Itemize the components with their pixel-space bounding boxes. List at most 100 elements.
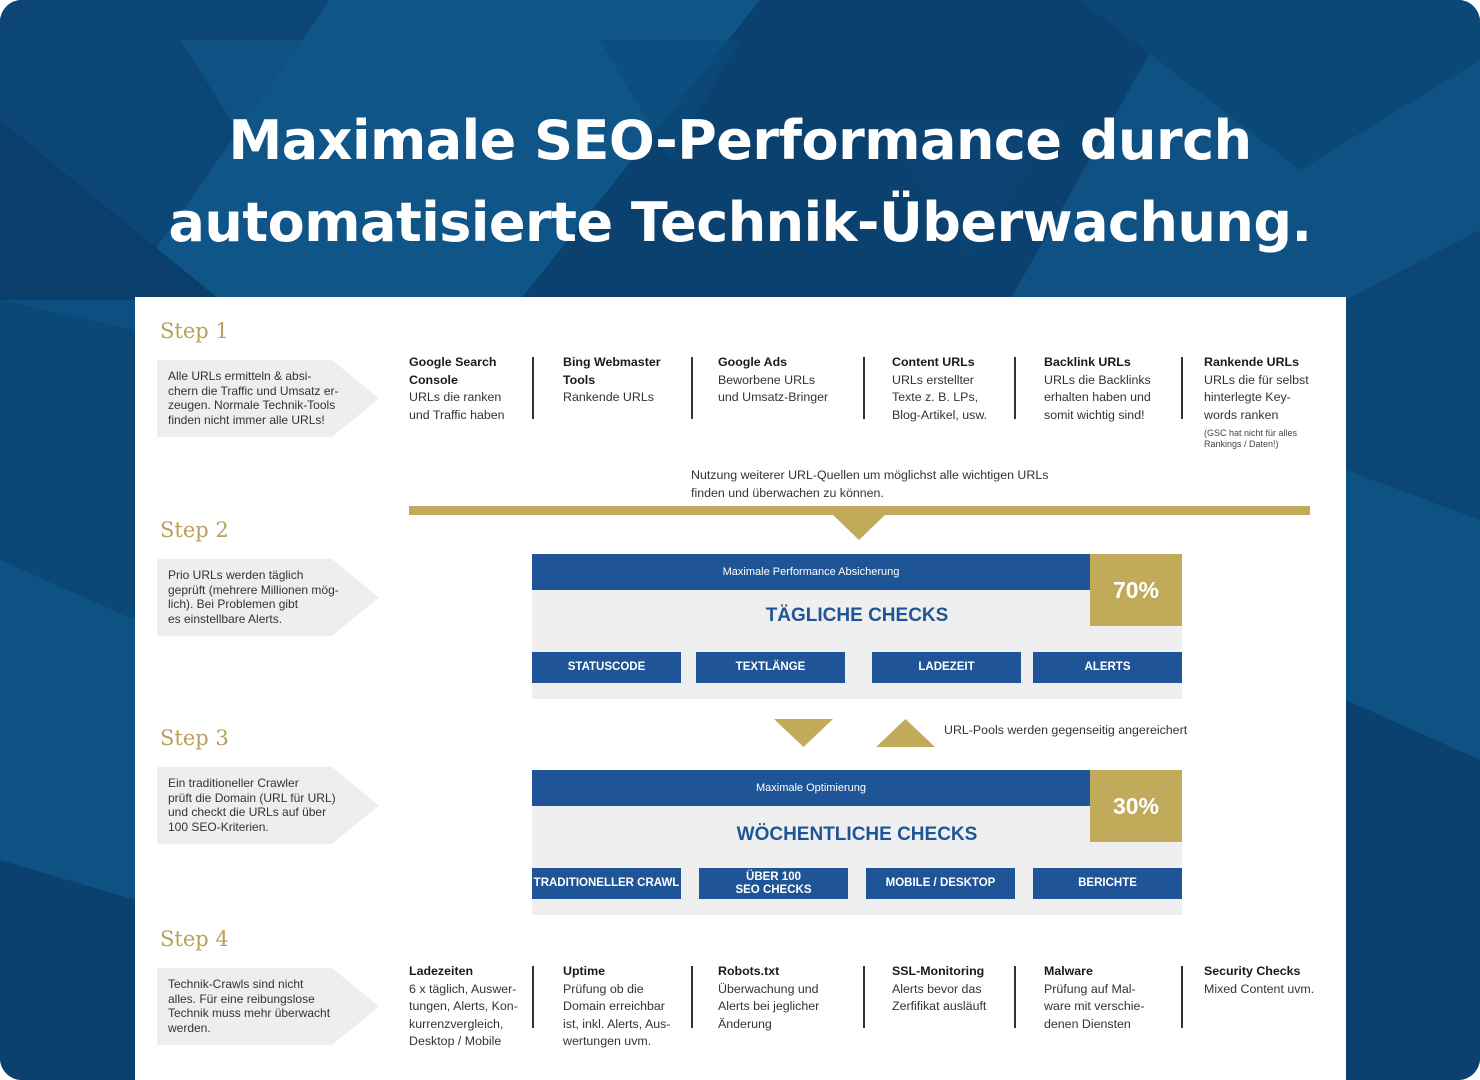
check-ladezeit: LADEZEIT bbox=[872, 652, 1021, 683]
step-4-description: Technik-Crawls sind nicht alles. Für ein… bbox=[157, 968, 379, 1045]
source-desc: und Umsatz-Bringer bbox=[718, 390, 829, 404]
monitor-title: Security Checks bbox=[1204, 964, 1301, 978]
sources-note-line: finden und überwachen zu können. bbox=[691, 485, 884, 500]
source-desc: somit wichtig sind! bbox=[1044, 407, 1145, 422]
step-3-desc-line: und checkt die URLs auf über bbox=[168, 805, 327, 820]
step-2-desc-line: es einstellbare Alerts. bbox=[168, 611, 283, 626]
sources-collector-bar bbox=[409, 506, 1310, 515]
step-1-desc-line: finden nicht immer alle URLs! bbox=[168, 412, 325, 427]
step-2-desc-line: Prio URLs werden täglich bbox=[168, 568, 304, 582]
step-3-desc-line: prüft die Domain (URL für URL) bbox=[168, 790, 336, 805]
source-desc: Texte z. B. LPs, bbox=[892, 390, 979, 404]
source-google-ads: Google Ads Beworbene URLs und Umsatz-Bri… bbox=[718, 354, 868, 407]
step-1-label: Step 1 bbox=[160, 319, 229, 343]
monitor-desc: wertungen uvm. bbox=[563, 1034, 652, 1048]
source-title: Tools bbox=[563, 372, 596, 387]
source-desc: Beworbene URLs bbox=[718, 372, 816, 387]
monitor-desc: Zerfifikat ausläuft bbox=[892, 999, 987, 1013]
weekly-checks-title: WÖCHENTLICHE CHECKS bbox=[736, 824, 978, 845]
monitor-desc: 6 x täglich, Auswer- bbox=[409, 981, 517, 996]
source-desc: words ranken bbox=[1204, 407, 1279, 422]
step-1-desc-line: zeugen. Normale Technik-Tools bbox=[168, 398, 336, 413]
source-rankende-urls: Rankende URLs URLs die für selbst hinter… bbox=[1204, 354, 1354, 450]
source-desc: URLs die für selbst bbox=[1204, 372, 1309, 387]
daily-checks-title: TÄGLICHE CHECKS bbox=[765, 605, 949, 626]
step-1-desc-line: chern die Traffic und Umsatz er- bbox=[168, 383, 339, 398]
monitor-desc: ware mit verschie- bbox=[1044, 999, 1145, 1013]
pool-note: URL-Pools werden gegenseitig angereicher… bbox=[944, 723, 1188, 737]
step-2-desc-line: lich). Bei Problemen gibt bbox=[168, 597, 299, 612]
check-label: TRADITIONELLER CRAWL bbox=[533, 877, 680, 889]
separator bbox=[1181, 357, 1183, 419]
weekly-checks-header: Maximale Optimierung bbox=[532, 770, 1090, 806]
source-desc: und Traffic haben bbox=[409, 407, 505, 422]
monitor-desc: kurrenzvergleich, bbox=[409, 1016, 504, 1031]
sources-note: Nutzung weiterer URL-Quellen um möglichs… bbox=[691, 467, 1048, 502]
headline: Maximale SEO-Performance durch automatis… bbox=[0, 100, 1480, 264]
monitor-ssl: SSL-Monitoring Alerts bevor das Zerfifik… bbox=[892, 963, 1042, 1016]
source-title: Google Search bbox=[409, 355, 497, 369]
source-title: Console bbox=[409, 372, 458, 387]
monitor-desc: tungen, Alerts, Kon- bbox=[409, 999, 518, 1013]
monitor-desc: Desktop / Mobile bbox=[409, 1034, 502, 1048]
check-ueber-100-seo-checks: ÜBER 100 SEO CHECKS bbox=[699, 868, 848, 899]
step-2-description: Prio URLs werden täglich geprüft (mehrer… bbox=[157, 559, 379, 636]
source-desc: Blog-Artikel, usw. bbox=[892, 407, 988, 422]
monitor-ladezeiten: Ladezeiten 6 x täglich, Auswer- tungen, … bbox=[409, 963, 559, 1051]
monitor-title: Ladezeiten bbox=[409, 964, 474, 978]
source-desc: URLs die ranken bbox=[409, 390, 502, 404]
source-note: Rankings / Daten!) bbox=[1204, 439, 1279, 449]
separator bbox=[1014, 357, 1016, 419]
monitor-desc: denen Diensten bbox=[1044, 1016, 1131, 1031]
source-bing-webmaster-tools: Bing Webmaster Tools Rankende URLs bbox=[563, 354, 713, 407]
step-4-desc-line: Technik-Crawls sind nicht bbox=[168, 977, 304, 991]
step-4-desc-line: Technik muss mehr überwacht bbox=[168, 1006, 331, 1021]
monitor-desc: Überwachung und bbox=[718, 981, 819, 996]
diagram-panel: Step 1 Alle URLs ermitteln & absi- chern… bbox=[135, 297, 1346, 1080]
source-title: Backlink URLs bbox=[1044, 355, 1131, 369]
daily-checks-header: Maximale Performance Absicherung bbox=[532, 554, 1090, 590]
check-traditioneller-crawl: TRADITIONELLER CRAWL bbox=[532, 868, 681, 899]
monitor-desc: Änderung bbox=[718, 1016, 772, 1031]
monitor-desc: Prüfung ob die bbox=[563, 981, 644, 996]
monitor-desc: Domain erreichbar bbox=[563, 999, 665, 1013]
source-desc: URLs die Backlinks bbox=[1044, 372, 1151, 387]
step-2-desc-line: geprüft (mehrere Millionen mög- bbox=[168, 582, 339, 597]
monitor-title: Uptime bbox=[563, 964, 605, 978]
weekly-percent-badge: 30% bbox=[1090, 770, 1182, 842]
separator bbox=[863, 966, 865, 1028]
check-label: ÜBER 100 bbox=[746, 870, 801, 883]
check-label: MOBILE / DESKTOP bbox=[885, 877, 996, 889]
step-4-desc-line: werden. bbox=[168, 1020, 211, 1035]
step-3-desc-line: 100 SEO-Kriterien. bbox=[168, 819, 269, 834]
source-title: Bing Webmaster bbox=[563, 355, 661, 369]
source-note: (GSC hat nicht für alles bbox=[1204, 428, 1298, 438]
source-content-urls: Content URLs URLs erstellter Texte z. B.… bbox=[892, 354, 1042, 424]
monitor-desc: Prüfung auf Mal- bbox=[1044, 981, 1136, 996]
step-3-description: Ein traditioneller Crawler prüft die Dom… bbox=[157, 767, 379, 844]
source-title: Content URLs bbox=[892, 355, 975, 369]
source-title: Rankende URLs bbox=[1204, 355, 1300, 369]
separator bbox=[691, 966, 693, 1028]
check-textlaenge: TEXTLÄNGE bbox=[696, 652, 845, 683]
separator bbox=[532, 357, 534, 419]
sources-note-line: Nutzung weiterer URL-Quellen um möglichs… bbox=[691, 468, 1049, 482]
monitor-uptime: Uptime Prüfung ob die Domain erreichbar … bbox=[563, 963, 713, 1051]
source-google-search-console: Google Search Console URLs die ranken un… bbox=[409, 354, 559, 424]
separator bbox=[691, 357, 693, 419]
monitor-desc: ist, inkl. Alerts, Aus- bbox=[563, 1016, 671, 1031]
separator bbox=[863, 357, 865, 419]
monitor-security-checks: Security Checks Mixed Content uvm. bbox=[1204, 963, 1354, 998]
check-label: BERICHTE bbox=[1078, 877, 1137, 889]
arrow-down-icon bbox=[832, 514, 886, 540]
separator bbox=[1181, 966, 1183, 1028]
daily-percent-badge: 70% bbox=[1090, 554, 1182, 626]
monitor-desc: Alerts bevor das bbox=[892, 981, 982, 996]
step-4-label: Step 4 bbox=[160, 927, 229, 951]
check-alerts: ALERTS bbox=[1033, 652, 1182, 683]
check-label: SEO CHECKS bbox=[735, 883, 812, 896]
source-desc: hinterlegte Key- bbox=[1204, 390, 1291, 404]
separator bbox=[1014, 966, 1016, 1028]
headline-line-2: automatisierte Technik-Überwachung. bbox=[168, 191, 1312, 254]
monitor-desc: Alerts bei jeglicher bbox=[718, 999, 820, 1013]
